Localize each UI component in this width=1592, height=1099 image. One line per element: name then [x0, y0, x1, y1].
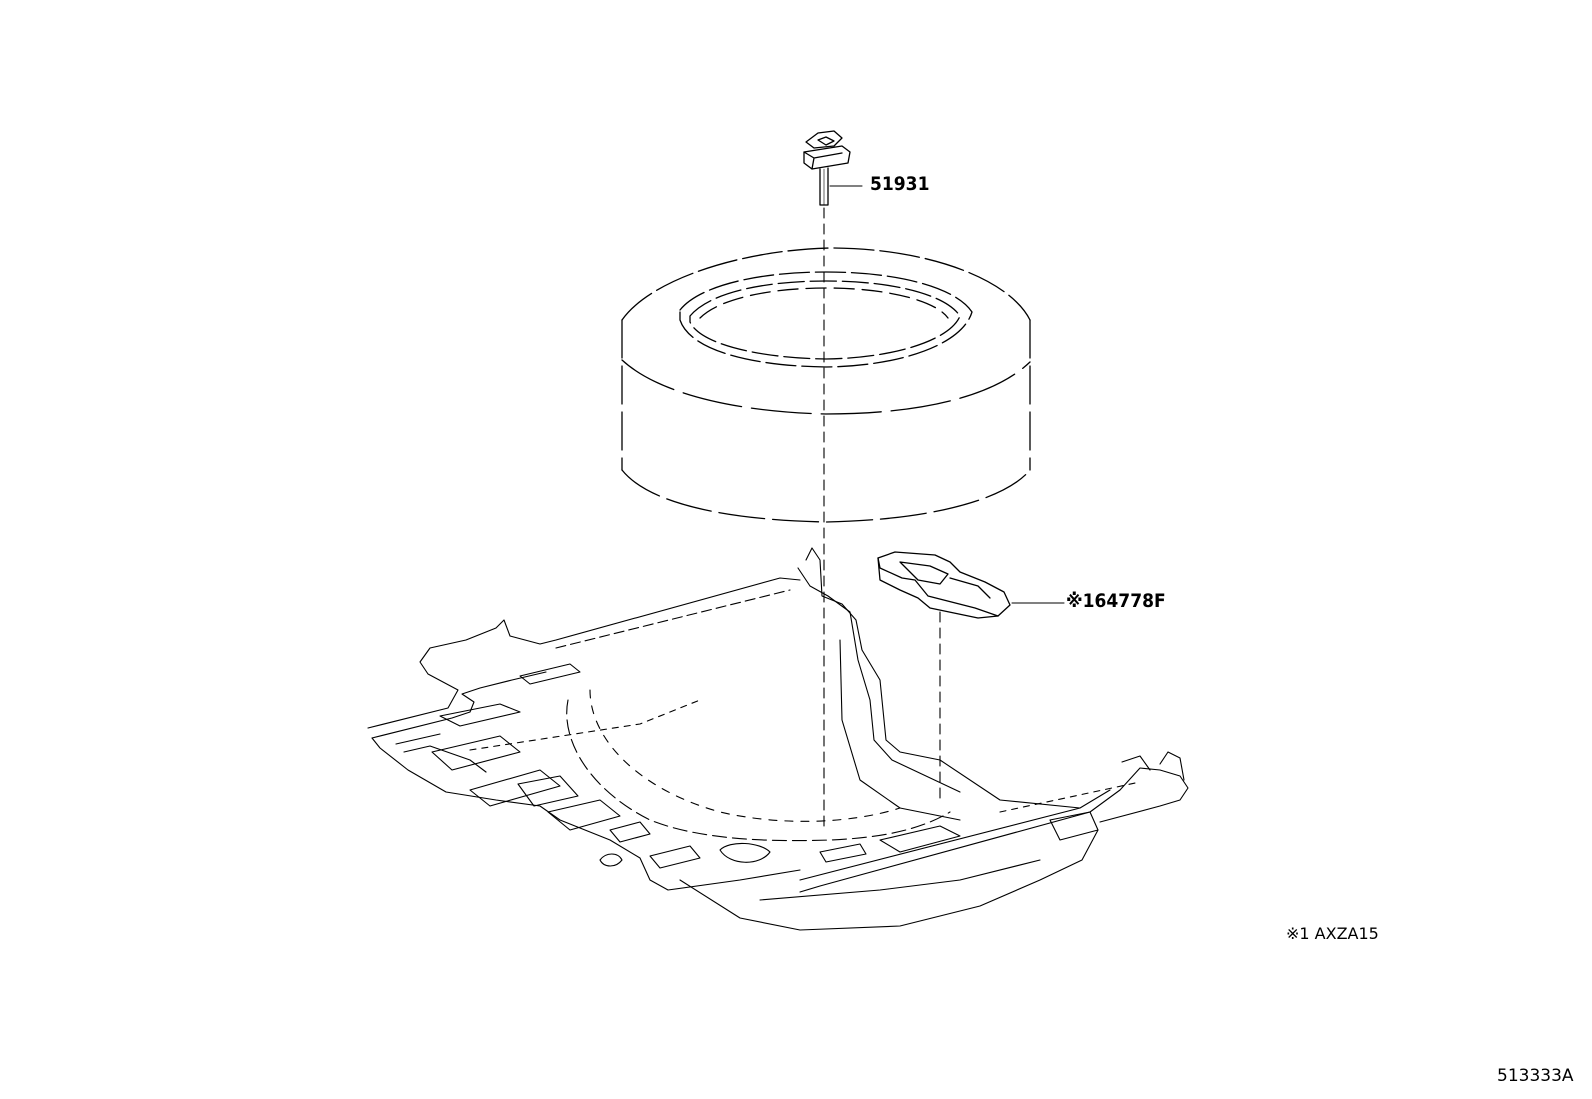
- rear-floor-pan: [367, 547, 1189, 931]
- footnote-applicability: ※1 AXZA15: [1286, 924, 1379, 943]
- figure-id: 513333A: [1497, 1066, 1574, 1086]
- spare-tire: [621, 247, 1031, 523]
- part-number-51931: 51931: [870, 173, 930, 195]
- spare-wheel-clamp-bolt: [803, 130, 851, 206]
- part-number-64778F: ※164778F: [1066, 590, 1166, 612]
- spare-wheel-bracket: [877, 551, 1011, 619]
